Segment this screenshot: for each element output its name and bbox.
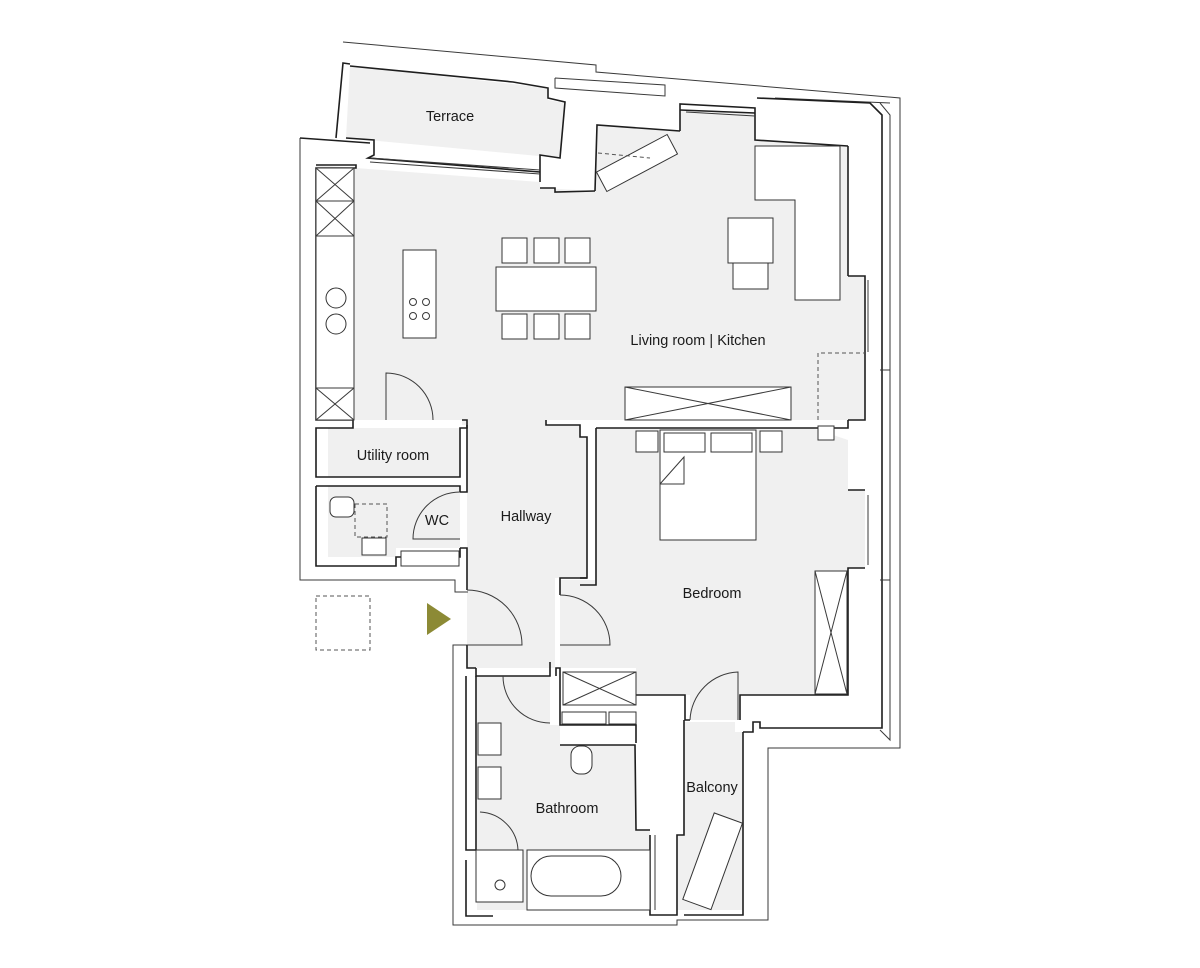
utility-room-area[interactable]	[328, 428, 460, 477]
bathroom-toilet	[570, 745, 593, 775]
label-bathroom: Bathroom	[536, 801, 599, 817]
dining-table	[495, 266, 597, 312]
bedroom-door[interactable]	[559, 594, 611, 646]
nightstand	[759, 430, 783, 453]
tv-cabinet	[624, 386, 792, 421]
sun-lounger	[682, 812, 744, 911]
label-utility-room: Utility room	[357, 448, 430, 464]
coffee-table	[727, 217, 774, 264]
outer-outline	[299, 41, 901, 926]
dining-chairs	[501, 237, 591, 340]
room-labels: Terrace Living room | Kitchen Utility ro…	[357, 109, 766, 817]
fireplace	[595, 133, 679, 193]
cooktop-icon	[409, 298, 430, 320]
shower	[475, 849, 524, 903]
bathroom-sink	[477, 766, 502, 800]
nightstand	[635, 430, 659, 453]
balcony-door[interactable]	[689, 671, 739, 721]
walls	[299, 62, 883, 917]
entrance-door[interactable]	[466, 589, 523, 646]
windows	[369, 111, 890, 910]
cabinet-x	[315, 167, 355, 421]
bedroom-area[interactable]	[560, 428, 865, 720]
kitchen-island	[402, 249, 437, 339]
wc-sink	[361, 537, 387, 556]
shower-door[interactable]	[479, 811, 519, 851]
doors	[385, 372, 739, 851]
wc-toilet	[329, 496, 355, 518]
sofa	[754, 145, 841, 301]
label-living-room: Living room | Kitchen	[630, 333, 765, 349]
label-bedroom: Bedroom	[683, 586, 742, 602]
entrance-arrow-icon	[427, 603, 451, 635]
closet	[562, 671, 637, 706]
label-terrace: Terrace	[426, 109, 474, 125]
terrace-area[interactable]	[346, 66, 565, 158]
label-hallway: Hallway	[501, 509, 553, 525]
ottoman	[732, 262, 769, 290]
wc-door[interactable]	[412, 491, 461, 540]
label-wc: WC	[425, 513, 449, 529]
sink-bowl	[325, 313, 347, 335]
utility-door[interactable]	[385, 372, 434, 421]
bathroom-door[interactable]	[502, 675, 551, 724]
label-balcony: Balcony	[686, 780, 738, 796]
furniture	[315, 133, 865, 911]
storage-box	[315, 595, 371, 651]
bathroom-sink	[477, 722, 502, 756]
wardrobe	[814, 570, 848, 695]
hallway-area[interactable]	[467, 425, 587, 668]
sink-bowl	[325, 287, 347, 309]
